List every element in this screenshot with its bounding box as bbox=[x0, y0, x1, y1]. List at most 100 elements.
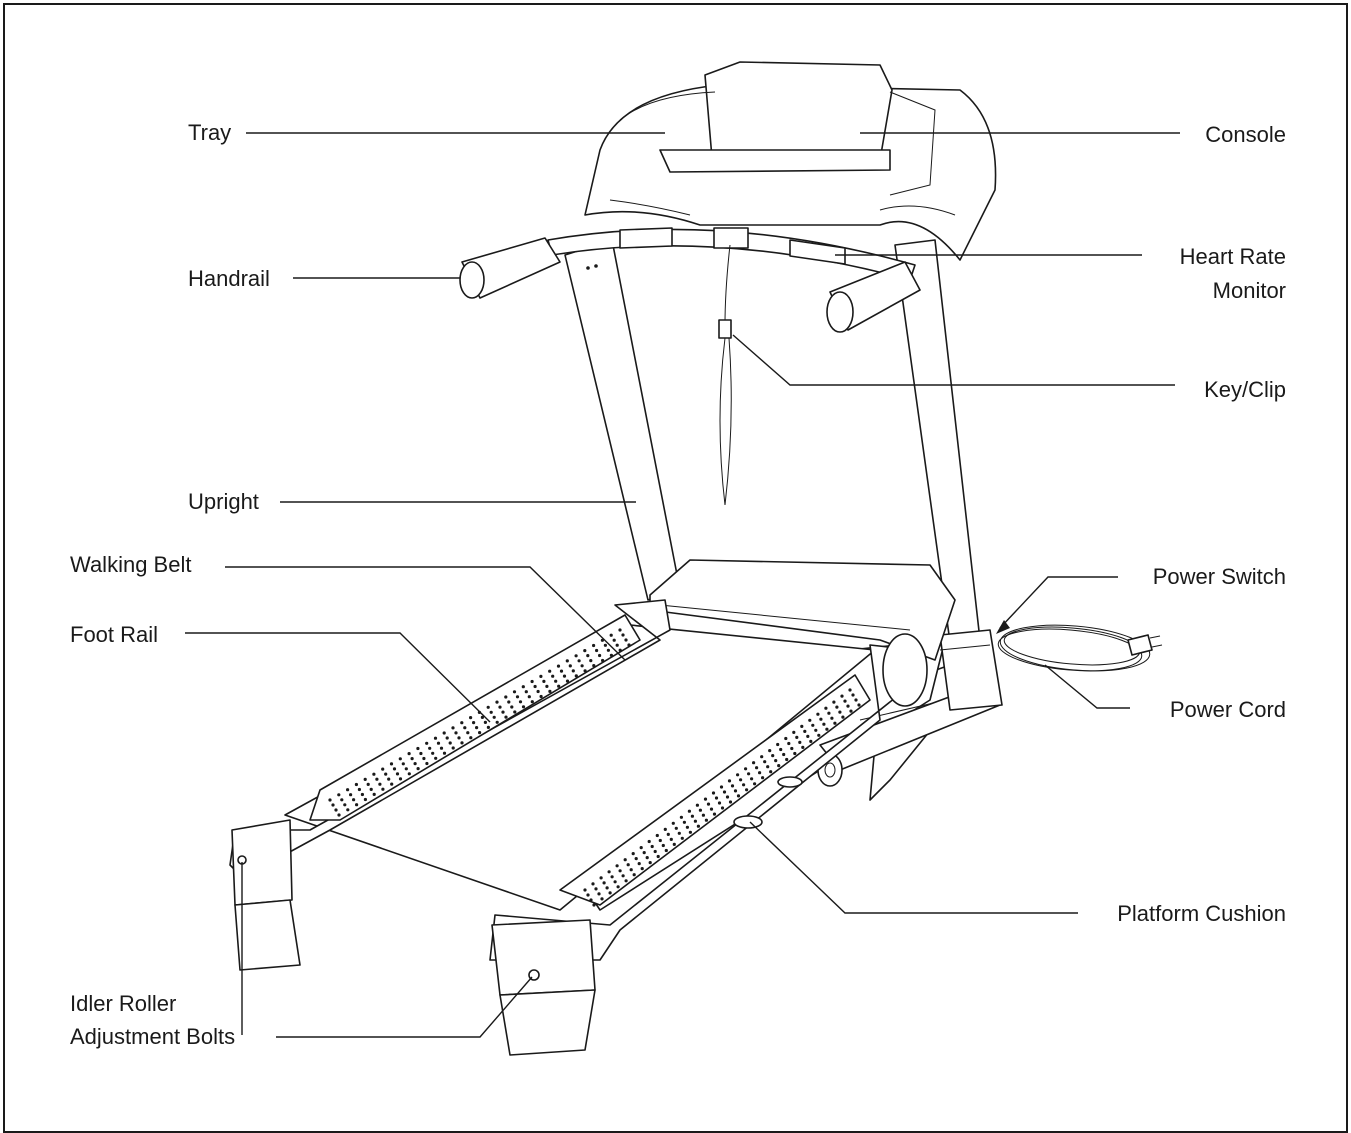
perforation-dot bbox=[685, 825, 690, 829]
label-handrail: Handrail bbox=[188, 266, 270, 291]
perforation-dot bbox=[771, 754, 775, 758]
perforation-dot bbox=[606, 648, 611, 652]
perforation-dot bbox=[755, 766, 759, 770]
perforation-dot bbox=[618, 648, 622, 652]
perforation-dot bbox=[752, 761, 756, 765]
perforation-dot bbox=[848, 688, 852, 692]
perforation-dot bbox=[798, 740, 802, 745]
perforation-dot bbox=[782, 752, 786, 757]
perforation-dot bbox=[557, 684, 561, 688]
perforation-dot bbox=[745, 788, 749, 792]
perforation-dot bbox=[352, 798, 356, 802]
perforation-dot bbox=[835, 705, 839, 709]
perforation-dot bbox=[727, 779, 732, 783]
perforation-dot bbox=[337, 793, 341, 797]
perforation-dot bbox=[395, 772, 400, 776]
perforation-dot bbox=[545, 684, 549, 689]
perforation-dot bbox=[574, 654, 578, 658]
perforation-dot bbox=[554, 679, 558, 683]
perforation-dot bbox=[428, 746, 432, 750]
perforation-dot bbox=[672, 842, 676, 847]
perforation-dot bbox=[814, 728, 818, 732]
perforation-dot bbox=[337, 813, 341, 817]
perforation-dot bbox=[640, 867, 644, 871]
perforation-dot bbox=[816, 712, 820, 716]
perforation-dot bbox=[648, 861, 652, 865]
perforation-dot bbox=[650, 844, 654, 849]
perforation-dot bbox=[372, 792, 376, 797]
perforation-dot bbox=[624, 879, 628, 883]
perforation-dot bbox=[460, 741, 464, 745]
perforation-dot bbox=[616, 885, 620, 889]
console bbox=[584, 61, 997, 261]
perforation-dot bbox=[766, 765, 770, 769]
perforation-dot bbox=[463, 726, 467, 730]
perforation-dot bbox=[857, 703, 861, 707]
perforation-dot bbox=[736, 773, 740, 777]
perforation-dot bbox=[492, 715, 496, 719]
perforation-dot bbox=[504, 715, 508, 719]
perforation-dot bbox=[495, 720, 499, 724]
perforation-dot bbox=[586, 893, 590, 897]
perforation-dot bbox=[817, 733, 821, 737]
perforation-dot bbox=[486, 705, 490, 709]
perforation-dot bbox=[407, 772, 411, 776]
perforation-dot bbox=[542, 679, 546, 684]
perforation-dot bbox=[854, 698, 858, 702]
perforation-dot bbox=[753, 782, 757, 786]
perforation-dot bbox=[728, 800, 733, 804]
power-cord-leader bbox=[1044, 664, 1130, 709]
perforation-dot bbox=[704, 818, 709, 822]
perforation-dot bbox=[539, 694, 543, 699]
perforation-dot bbox=[401, 762, 405, 766]
perforation-dot bbox=[698, 808, 703, 812]
perforation-dot bbox=[343, 803, 347, 807]
perforation-dot bbox=[372, 772, 376, 776]
perforation-dot bbox=[398, 777, 403, 781]
perforation-dot bbox=[629, 868, 633, 872]
perforation-dot bbox=[632, 873, 636, 877]
perforation-dot bbox=[548, 669, 552, 673]
perforation-dot bbox=[442, 731, 446, 735]
perforation-dot bbox=[674, 826, 678, 830]
perforation-dot bbox=[792, 730, 796, 735]
label-tray: Tray bbox=[188, 120, 232, 145]
perforation-dot bbox=[513, 710, 517, 714]
perforation-dot bbox=[609, 633, 613, 637]
perforation-dot bbox=[357, 787, 361, 792]
perforation-dot bbox=[574, 674, 578, 678]
perforation-dot bbox=[425, 741, 429, 745]
perforation-dot bbox=[425, 761, 429, 766]
perforation-dot bbox=[760, 755, 764, 759]
perforation-dot bbox=[600, 897, 604, 901]
perforation-dot bbox=[512, 690, 517, 694]
label-power-switch: Power Switch bbox=[1152, 564, 1286, 589]
perforation-dot bbox=[824, 706, 828, 710]
perforation-dot bbox=[750, 777, 754, 781]
perforation-dot bbox=[598, 653, 602, 658]
perforation-dot bbox=[631, 852, 635, 856]
perforation-dot bbox=[381, 787, 385, 791]
perforation-dot bbox=[524, 690, 528, 694]
perforation-dot bbox=[714, 796, 719, 800]
perforation-dot bbox=[809, 739, 813, 744]
perforation-dot bbox=[454, 731, 458, 735]
perforation-dot bbox=[795, 735, 799, 740]
perforation-dot bbox=[589, 659, 593, 663]
perforation-dot bbox=[416, 767, 420, 771]
perforation-dot bbox=[758, 771, 762, 775]
perforation-dot bbox=[480, 715, 484, 720]
perforation-dot bbox=[565, 679, 570, 683]
platform-cushions bbox=[733, 776, 803, 829]
perforation-dot bbox=[595, 648, 599, 653]
perforation-dot bbox=[366, 782, 370, 787]
perforation-dot bbox=[521, 705, 526, 709]
perforation-dot bbox=[827, 711, 831, 715]
perforation-dot bbox=[591, 882, 595, 886]
perforation-dot bbox=[779, 747, 783, 752]
perforation-dot bbox=[607, 870, 611, 874]
perforation-dot bbox=[777, 764, 781, 768]
perforation-dot bbox=[390, 782, 394, 786]
perforation-dot bbox=[498, 705, 502, 709]
perforation-dot bbox=[624, 638, 628, 642]
